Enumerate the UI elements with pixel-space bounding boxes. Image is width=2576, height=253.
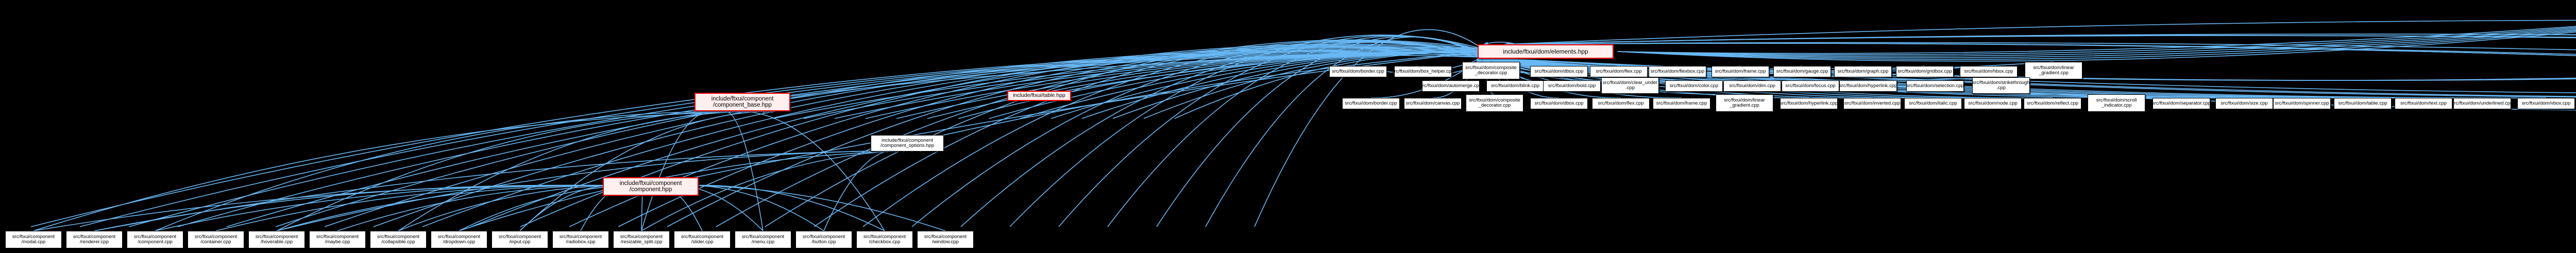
node-dom-source[interactable]: src/ftxui/dom/automerge.cpp: [1420, 80, 1482, 92]
node-component-source[interactable]: src/ftxui/component /resizable_split.cpp: [613, 231, 670, 248]
node-component-source[interactable]: src/ftxui/component /modal.cpp: [5, 231, 62, 248]
node-component-source[interactable]: src/ftxui/component /input.cpp: [492, 231, 548, 248]
node-dom-source[interactable]: src/ftxui/dom/flex.cpp: [1590, 66, 1648, 77]
node-component-source[interactable]: src/ftxui/component /slider.cpp: [674, 231, 731, 248]
node-dom-source[interactable]: src/ftxui/dom/hyperlink.cpp: [1780, 98, 1838, 109]
node-dom-source[interactable]: src/ftxui/dom/flexbox.cpp: [1649, 66, 1706, 77]
node-component-source[interactable]: src/ftxui/component /collapsible.cpp: [370, 231, 427, 248]
node-dom-source[interactable]: src/ftxui/dom/spinner.cpp: [2273, 98, 2331, 109]
node-dom-source[interactable]: src/ftxui/dom/reflect.cpp: [2024, 98, 2081, 109]
root-node-component-hpp[interactable]: include/ftxui/component /component.hpp: [603, 177, 699, 196]
node-dom-source[interactable]: src/ftxui/dom/underlined.cpp: [2452, 98, 2513, 109]
node-dom-source[interactable]: src/ftxui/dom/clear_under .cpp: [1601, 77, 1659, 94]
node-dom-source[interactable]: src/ftxui/dom/hyperlink.cpp: [1839, 80, 1897, 92]
node-dom-source[interactable]: src/ftxui/dom/dbox.cpp: [1530, 66, 1588, 77]
node-component-source[interactable]: src/ftxui/component /component.cpp: [127, 231, 183, 248]
node-dom-source[interactable]: src/ftxui/dom/text.cpp: [2395, 98, 2452, 109]
node-dom-source[interactable]: src/ftxui/dom/gridbox.cpp: [1896, 66, 1954, 77]
node-dom-source[interactable]: src/ftxui/dom/scroll _indicator.cpp: [2088, 94, 2145, 112]
node-dom-source[interactable]: src/ftxui/dom/frame.cpp: [1711, 66, 1769, 77]
node-dom-source[interactable]: src/ftxui/dom/inverted.cpp: [1843, 98, 1901, 109]
node-dom-source[interactable]: src/ftxui/dom/dbox.cpp: [1530, 98, 1588, 109]
node-component-source[interactable]: src/ftxui/component /radiobox.cpp: [552, 231, 609, 248]
node-dom-source[interactable]: src/ftxui/dom/italic.cpp: [1904, 98, 1962, 109]
node-dom-source[interactable]: src/ftxui/dom/composite _decorator.cpp: [1462, 62, 1520, 79]
node-dom-source[interactable]: src/ftxui/dom/linear _gradient.cpp: [1716, 94, 1773, 112]
node-component-source[interactable]: src/ftxui/component /button.cpp: [795, 231, 852, 248]
node-dom-source[interactable]: src/ftxui/dom/border.cpp: [1342, 98, 1400, 109]
node-dom-source[interactable]: src/ftxui/dom/linear _gradient.cpp: [2025, 62, 2082, 79]
node-component-source[interactable]: src/ftxui/component /dropdown.cpp: [431, 231, 487, 248]
node-dom-source[interactable]: src/ftxui/dom/canvas.cpp: [1404, 98, 1462, 109]
node-component-options-hpp[interactable]: include/ftxui/component /component_optio…: [871, 135, 944, 151]
node-component-source[interactable]: src/ftxui/component /maybe.cpp: [309, 231, 366, 248]
node-dom-source[interactable]: src/ftxui/dom/graph.cpp: [1834, 66, 1892, 77]
root-node-component-base-hpp[interactable]: include/ftxui/component /component_base.…: [694, 93, 790, 111]
node-dom-source[interactable]: src/ftxui/dom/gauge.cpp: [1773, 66, 1831, 77]
node-dom-source[interactable]: src/ftxui/dom/flex.cpp: [1592, 98, 1650, 109]
node-dom-source[interactable]: src/ftxui/dom/box_helper.cpp: [1392, 66, 1454, 77]
node-dom-source[interactable]: src/ftxui/dom/separator.cpp: [2152, 98, 2211, 109]
node-dom-source[interactable]: src/ftxui/dom/hbox.cpp: [1960, 66, 2018, 77]
node-dom-source[interactable]: src/ftxui/dom/table.cpp: [2334, 98, 2392, 109]
node-dom-source[interactable]: src/ftxui/dom/node.cpp: [1964, 98, 2022, 109]
node-component-source[interactable]: src/ftxui/component /hoverable.cpp: [248, 231, 305, 248]
node-dom-source[interactable]: src/ftxui/dom/selection.cpp: [1906, 80, 1964, 92]
node-dom-source[interactable]: src/ftxui/dom/dim.cpp: [1723, 80, 1781, 92]
node-dom-source[interactable]: src/ftxui/dom/strikethrough .cpp: [1972, 77, 2030, 94]
node-dom-source[interactable]: src/ftxui/dom/composite _decorator.cpp: [1466, 94, 1523, 112]
node-component-source[interactable]: src/ftxui/component /menu.cpp: [735, 231, 791, 248]
node-component-source[interactable]: src/ftxui/component /container.cpp: [188, 231, 244, 248]
node-component-source[interactable]: src/ftxui/component /window.cpp: [917, 231, 974, 248]
node-dom-source[interactable]: src/ftxui/dom/vbox.cpp: [2517, 98, 2575, 109]
node-dom-source[interactable]: src/ftxui/dom/focus.cpp: [1782, 80, 1839, 92]
root-node-table-hpp[interactable]: include/ftxui/table.hpp: [1007, 91, 1071, 101]
node-dom-source[interactable]: src/ftxui/dom/bold.cpp: [1543, 80, 1601, 92]
node-component-source[interactable]: src/ftxui/component /renderer.cpp: [66, 231, 123, 248]
node-component-source[interactable]: src/ftxui/component /checkbox.cpp: [856, 231, 913, 248]
root-node-elements-hpp[interactable]: include/ftxui/dom/elements.hpp: [1478, 44, 1614, 59]
node-dom-source[interactable]: src/ftxui/dom/frame.cpp: [1653, 98, 1710, 109]
node-dom-source[interactable]: src/ftxui/dom/color.cpp: [1665, 80, 1723, 92]
node-dom-source[interactable]: src/ftxui/dom/size.cpp: [2215, 98, 2273, 109]
node-dom-source[interactable]: src/ftxui/dom/blink.cpp: [1486, 80, 1544, 92]
node-dom-source[interactable]: src/ftxui/dom/border.cpp: [1329, 66, 1387, 77]
